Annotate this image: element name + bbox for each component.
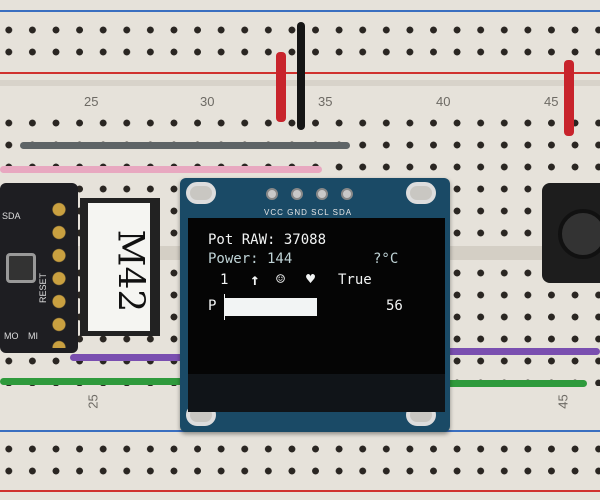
pin-gnd [291,188,303,200]
black-jumper-wire [297,22,305,130]
handwritten-label: M42 [88,203,150,331]
column-number: 35 [318,94,333,109]
bar-label: P [208,298,217,314]
purple-wire [445,348,600,355]
pin-label-mo: MO [4,331,19,341]
gray-wire [20,142,350,149]
pin-labels: VCC GND SCL SDA [264,208,353,217]
screen-ribbon [188,374,445,412]
reset-button[interactable] [6,253,36,283]
smiley-icon: ☺ [276,270,286,288]
potentiometer-knob[interactable] [558,209,600,259]
pin-sda [341,188,353,200]
handwritten-label-chip: M42 [80,198,160,336]
pot-raw-readout: Pot RAW: 37088 [208,232,327,248]
counter-value: 1 [220,272,229,288]
microcontroller-board: SDA RESET MO MI [0,183,78,353]
purple-wire [70,354,200,361]
temperature-readout: ?°C [373,251,399,267]
top-blue-rail-line [0,10,600,12]
column-number: 30 [200,94,215,109]
pin-vcc [266,188,278,200]
power-readout: Power: 144 [208,251,293,267]
progress-bar-fill [225,298,317,316]
heart-icon: ♥ [306,270,316,288]
red-jumper-wire [564,60,574,136]
column-number: 45 [544,94,559,109]
header-pins [50,198,68,348]
bool-value: True [338,272,372,288]
pin-scl [316,188,328,200]
mounting-hole [186,182,216,204]
oled-screen: Pot RAW: 37088 Power: 144 ?°C 1 ↑ ☺ ♥ Tr… [188,218,445,374]
progress-bar [224,294,225,320]
column-number: 25 [85,394,101,409]
bottom-rail-holes [0,438,600,482]
oled-module: VCC GND SCL SDA Pot RAW: 37088 Power: 14… [180,178,450,432]
mounting-hole [406,182,436,204]
green-wire [445,380,587,387]
column-number: 25 [84,94,99,109]
pin-label-reset: RESET [38,272,49,304]
potentiometer[interactable] [542,183,600,283]
column-number: 45 [555,394,571,409]
bar-value: 56 [386,298,403,314]
column-number: 40 [436,94,451,109]
pink-wire [0,166,322,173]
arrow-up-icon: ↑ [250,270,260,289]
pin-label-sda: SDA [2,211,21,221]
pin-label-mi: MI [28,331,38,341]
red-jumper-wire [276,52,286,122]
green-wire [0,378,200,385]
bottom-red-rail-line [0,490,600,492]
